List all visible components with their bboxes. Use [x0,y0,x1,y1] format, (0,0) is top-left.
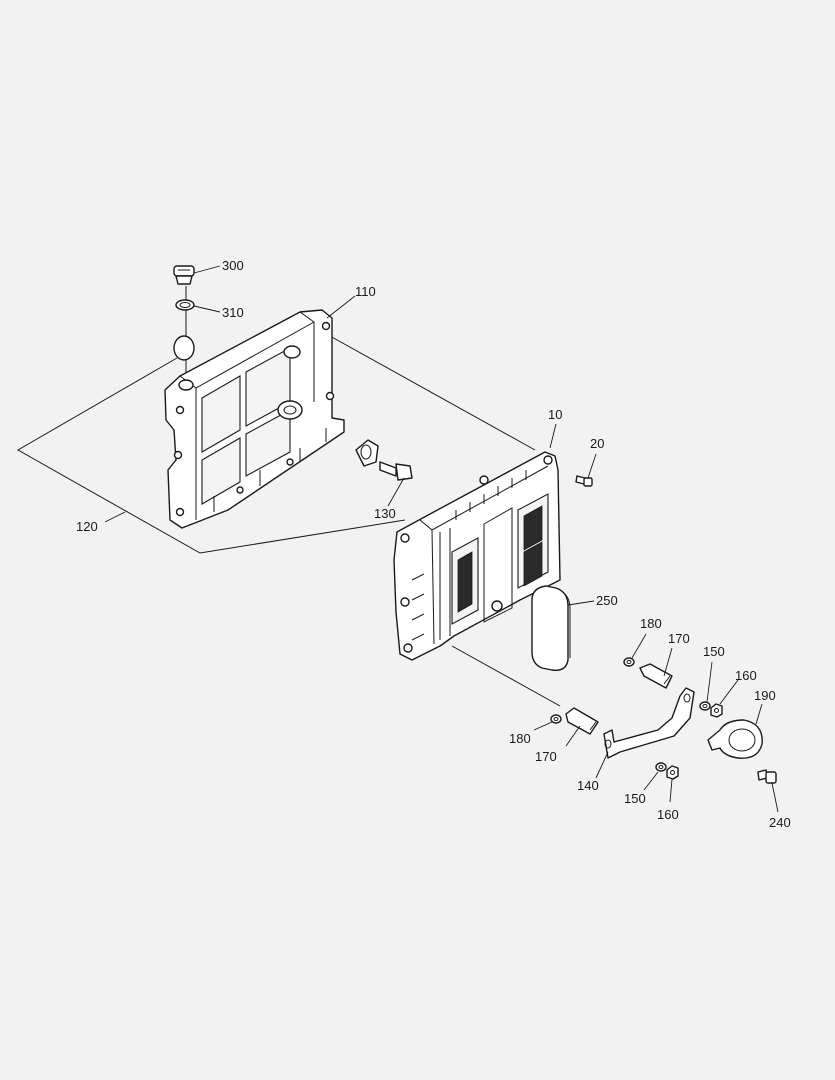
part-180-washer-upper [623,657,635,667]
callout-180-lower: 180 [509,731,531,746]
part-300-plug [173,265,195,285]
callout-240: 240 [769,815,791,830]
part-180-washer-lower [550,714,562,724]
callout-110: 110 [355,284,376,299]
callout-190: 190 [754,688,776,703]
callout-140: 140 [577,778,599,793]
leader-lines [104,265,779,813]
part-160-nut-upper [710,703,723,718]
callout-170-upper: 170 [668,631,690,646]
part-250-cover [531,585,571,671]
part-10-ecu [393,451,561,661]
callout-250: 250 [596,593,618,608]
callout-150-lower: 150 [624,791,646,806]
part-150-washer-upper [699,701,711,711]
part-20-screw [575,475,593,487]
part-310-oring [175,299,195,311]
part-110-bracket [164,309,345,529]
callout-150-upper: 150 [703,644,725,659]
part-240-bolt [757,769,777,784]
callout-300: 300 [222,258,244,273]
callout-130: 130 [374,506,396,521]
callout-170-lower: 170 [535,749,557,764]
part-170-spacer-upper [639,663,673,689]
callout-120: 120 [76,519,98,534]
callout-labels: 300 310 110 10 20 130 120 250 180 170 15… [76,258,791,830]
part-150-washer-lower [655,762,667,772]
callout-10: 10 [548,407,562,422]
part-130-bushing-bolt [355,439,413,481]
part-160-nut-lower [666,765,679,780]
part-190-clamp [707,719,763,759]
callout-310: 310 [222,305,244,320]
callout-180-upper: 180 [640,616,662,631]
callout-160-upper: 160 [735,668,757,683]
part-170-spacer-lower [565,707,599,735]
part-140-bracket [603,687,695,759]
callout-20: 20 [590,436,604,451]
callout-160-lower: 160 [657,807,679,822]
